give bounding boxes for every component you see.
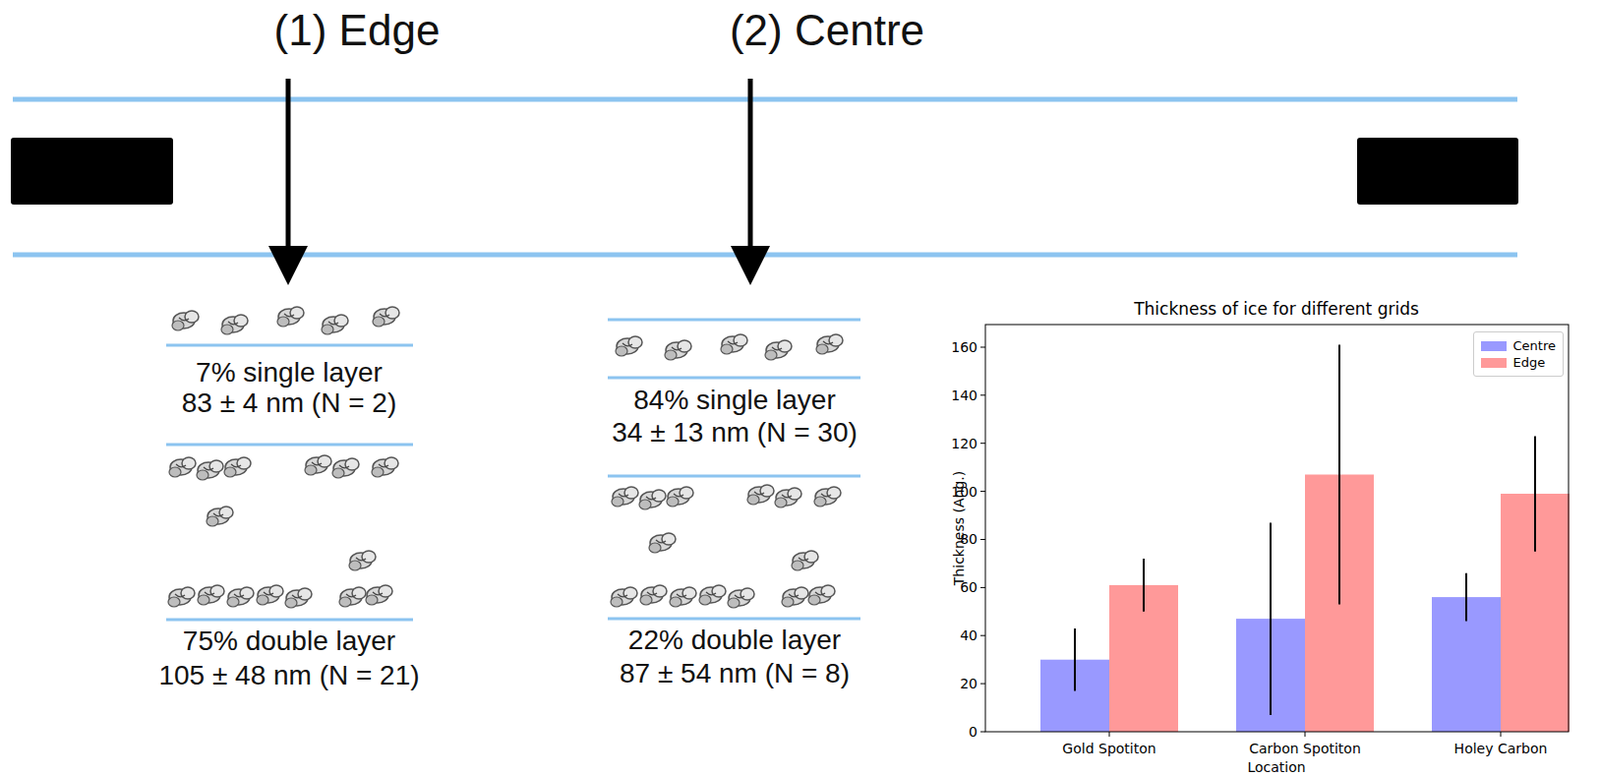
legend-swatch	[1481, 341, 1507, 352]
legend-box: CentreEdge	[1473, 331, 1564, 377]
legend-text: Edge	[1513, 355, 1546, 370]
legend-swatch	[1481, 357, 1507, 368]
thickness-value: 83 ± 4 nm (N = 2)	[181, 387, 397, 419]
thickness-value: 87 ± 54 nm (N = 8)	[619, 657, 850, 690]
ice-surface	[12, 97, 1518, 103]
tick-label: 20	[959, 675, 978, 692]
pointer-label: (2) Centre	[729, 5, 925, 57]
grid-bar	[1357, 137, 1519, 205]
thickness-value: 105 ± 48 nm (N = 21)	[158, 659, 419, 692]
pointer-arrow	[748, 78, 754, 266]
legend-row: Centre	[1481, 338, 1556, 354]
tick-label: 120	[950, 435, 978, 452]
layer-fraction: 84% single layer	[633, 384, 835, 416]
pointer-label: (1) Edge	[274, 5, 441, 57]
centre-panel	[607, 319, 861, 619]
thickness-value: 34 ± 13 nm (N = 30)	[611, 416, 858, 449]
legend-row: Edge	[1481, 355, 1556, 370]
tick-label: 160	[950, 339, 978, 356]
ice-surface	[12, 252, 1518, 258]
pointer-arrow	[286, 78, 292, 266]
chart-title: Thickness of ice for different grids	[1133, 299, 1420, 320]
layer-fraction: 75% double layer	[182, 625, 396, 657]
category-label: Gold Spotiton	[1062, 740, 1156, 757]
axis-label: Thickness (Ang.)	[950, 471, 967, 586]
legend-text: Centre	[1513, 338, 1556, 354]
grid-bar	[10, 137, 174, 205]
layer-fraction: 22% double layer	[628, 624, 841, 656]
edge-panel	[166, 306, 414, 620]
category-label: Carbon Spotiton	[1248, 740, 1362, 757]
layer-fraction: 7% single layer	[195, 356, 383, 389]
axis-label: Location	[1246, 759, 1305, 775]
bar-chart	[980, 324, 1570, 737]
tick-label: 40	[959, 627, 978, 644]
tick-label: 0	[968, 723, 978, 740]
tick-label: 140	[950, 387, 978, 404]
category-label: Holey Carbon	[1454, 740, 1548, 757]
